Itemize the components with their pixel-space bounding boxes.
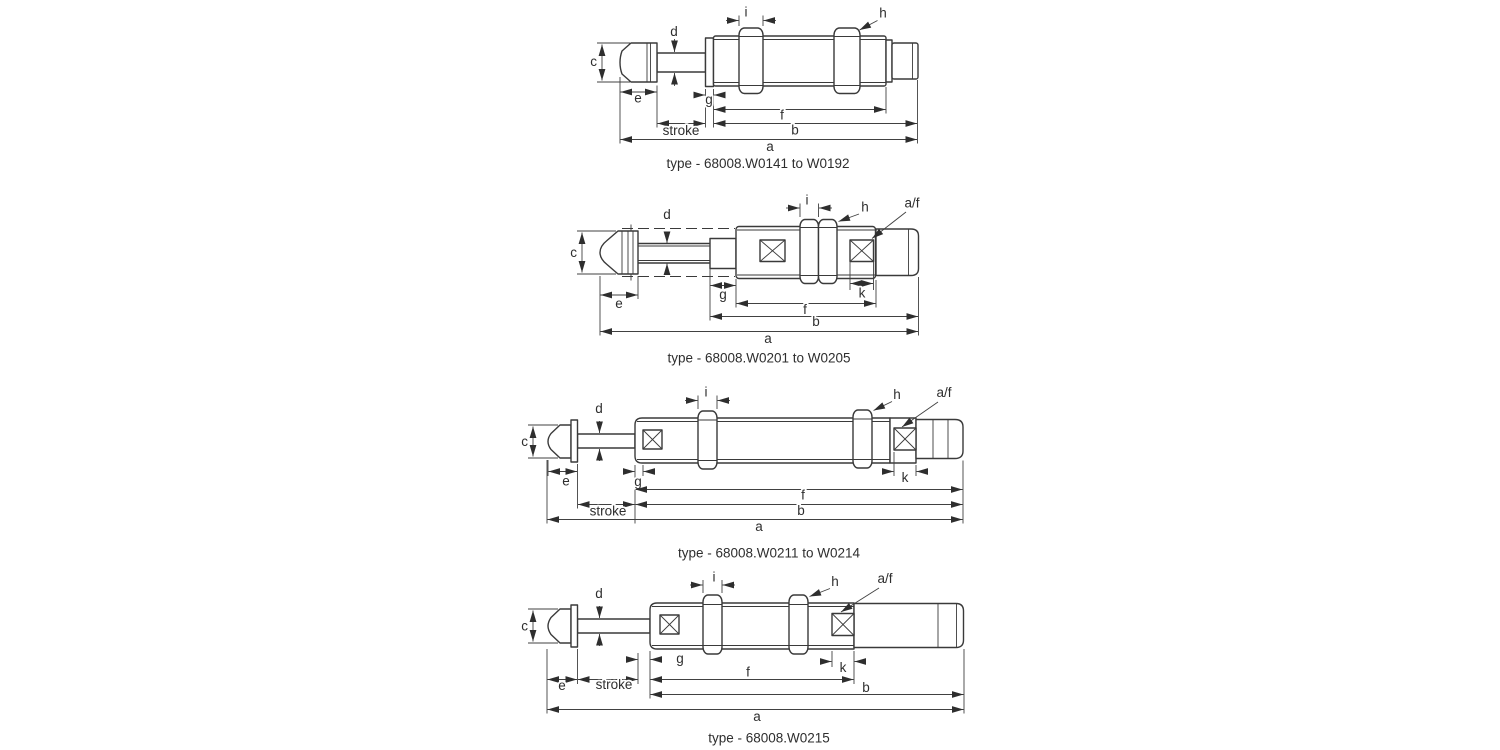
dim-label-stroke: stroke bbox=[663, 123, 700, 138]
dim-label-d: d bbox=[595, 401, 603, 416]
dim-label-f: f bbox=[746, 665, 750, 680]
dim-label-a: a bbox=[755, 519, 763, 534]
type-caption-4: type - 68008.W0215 bbox=[708, 731, 830, 746]
dim-label-i: i bbox=[745, 5, 748, 20]
impact-cap bbox=[547, 608, 572, 644]
threaded-stud bbox=[891, 42, 919, 80]
diagram-3-drawing bbox=[547, 409, 964, 470]
dim-label-k: k bbox=[840, 660, 847, 675]
dim-label-e: e bbox=[562, 474, 570, 489]
diagram-2-drawing bbox=[599, 218, 920, 285]
diagram-2-dimensions: c d i h a/f k g bbox=[569, 191, 922, 348]
end-tube bbox=[853, 602, 965, 649]
dim-label-stroke: stroke bbox=[590, 504, 627, 519]
hex-nut-front bbox=[799, 218, 820, 285]
dim-label-g: g bbox=[634, 474, 642, 489]
dim-label-c: c bbox=[521, 619, 528, 634]
dim-label-a: a bbox=[764, 331, 772, 346]
cap-flange bbox=[570, 419, 579, 463]
hex-nut-rear bbox=[852, 409, 873, 469]
dim-label-e: e bbox=[634, 91, 642, 106]
impact-cap bbox=[619, 42, 658, 83]
dim-label-e: e bbox=[558, 678, 566, 693]
dim-label-i: i bbox=[806, 193, 809, 208]
dim-label-i: i bbox=[705, 385, 708, 400]
dim-label-af: a/f bbox=[904, 196, 919, 211]
type-caption-1: type - 68008.W0141 to W0192 bbox=[666, 156, 849, 171]
dim-label-c: c bbox=[570, 245, 577, 260]
dim-label-b: b bbox=[791, 123, 799, 138]
impact-cap bbox=[547, 424, 572, 459]
diagram-1-dimensions: c d i h e g bbox=[589, 3, 918, 156]
hex-nut-front bbox=[697, 410, 718, 470]
dim-label-c: c bbox=[521, 434, 528, 449]
body-tube bbox=[649, 602, 855, 650]
piston-rod bbox=[656, 52, 707, 73]
dim-label-g: g bbox=[705, 92, 713, 107]
dim-label-d: d bbox=[663, 207, 671, 222]
dim-label-g: g bbox=[719, 287, 727, 302]
dim-label-f: f bbox=[801, 488, 805, 503]
dim-label-b: b bbox=[812, 314, 820, 329]
dim-label-g: g bbox=[676, 651, 684, 666]
body-tube bbox=[634, 417, 891, 464]
dim-label-i: i bbox=[713, 570, 716, 585]
dim-label-h: h bbox=[879, 6, 887, 21]
diagram-4: c d i h a/f g bbox=[520, 568, 965, 747]
impact-cap bbox=[599, 230, 639, 275]
diagram-4-drawing bbox=[547, 594, 965, 655]
dim-label-b: b bbox=[862, 680, 870, 695]
diagram-4-dimensions: c d i h a/f g bbox=[520, 568, 965, 726]
piston-rod bbox=[576, 618, 651, 634]
dim-label-k: k bbox=[902, 470, 909, 485]
dim-label-c: c bbox=[590, 54, 597, 69]
hex-nut-rear bbox=[788, 594, 809, 655]
end-cap bbox=[915, 418, 964, 460]
diagram-2: c d i h a/f k g bbox=[569, 191, 922, 368]
rear-collar bbox=[885, 39, 893, 83]
dim-label-f: f bbox=[780, 108, 784, 123]
dim-label-f: f bbox=[803, 302, 807, 317]
dim-label-h: h bbox=[831, 574, 839, 589]
dim-label-h: h bbox=[861, 200, 869, 215]
hex-nut-rear bbox=[817, 218, 838, 285]
type-caption-2: type - 68008.W0201 to W0205 bbox=[667, 351, 850, 366]
dim-label-d: d bbox=[595, 586, 603, 601]
hex-nut-front bbox=[702, 594, 723, 655]
end-cap bbox=[875, 228, 920, 277]
dim-label-a: a bbox=[753, 709, 761, 724]
piston-rod bbox=[576, 433, 636, 449]
cap-flange bbox=[570, 604, 579, 648]
type-caption-3: type - 68008.W0211 to W0214 bbox=[678, 546, 861, 561]
dim-label-b: b bbox=[797, 503, 805, 518]
dim-label-a: a bbox=[766, 139, 774, 154]
front-tube bbox=[709, 237, 737, 270]
dim-label-e: e bbox=[615, 296, 623, 311]
dim-label-af: a/f bbox=[936, 385, 951, 400]
dim-label-h: h bbox=[893, 387, 901, 402]
diagram-1: c d i h e g bbox=[589, 3, 919, 173]
diagram-3: c d i h a/f e g bbox=[520, 383, 964, 562]
dim-label-k: k bbox=[859, 286, 866, 301]
dim-label-af: a/f bbox=[877, 571, 892, 586]
diagram-1-drawing bbox=[619, 27, 919, 95]
front-collar bbox=[704, 37, 715, 88]
hex-nut-rear bbox=[833, 27, 861, 95]
dim-label-stroke: stroke bbox=[596, 677, 633, 692]
hex-nut-front bbox=[738, 27, 764, 95]
diagram-3-dimensions: c d i h a/f e g bbox=[520, 383, 964, 536]
dim-label-d: d bbox=[670, 24, 678, 39]
